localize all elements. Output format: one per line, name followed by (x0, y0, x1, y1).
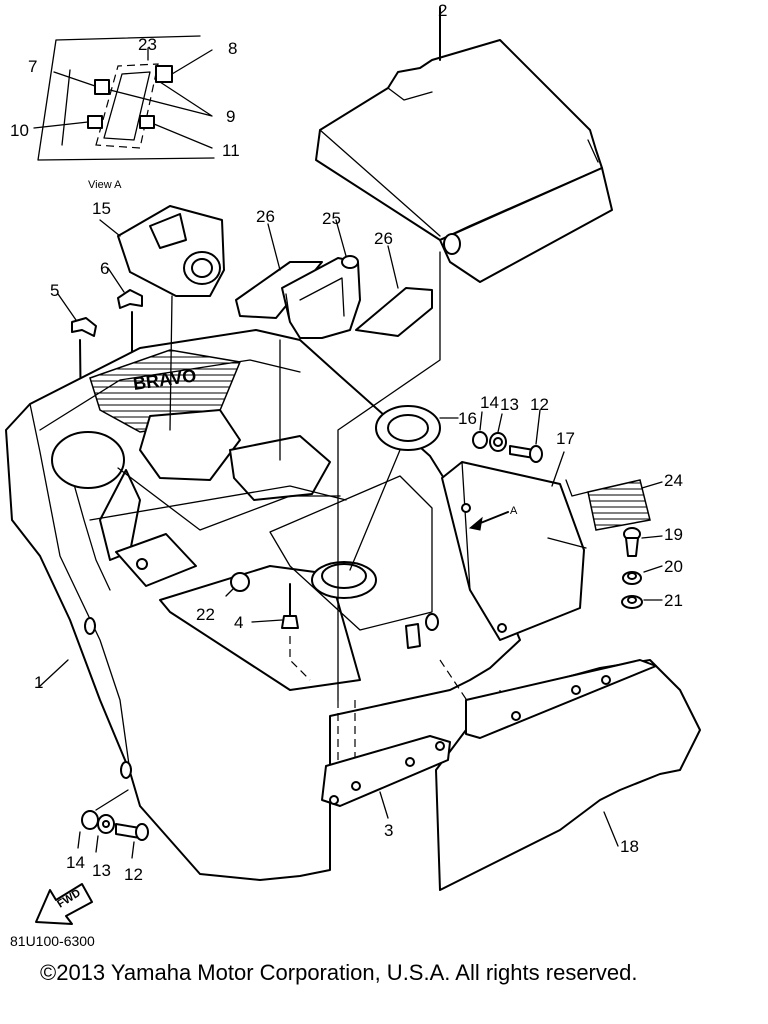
fwd-arrow-icon: FWD (35, 883, 93, 925)
callout-21: 21 (664, 591, 683, 610)
callouts: 2 23 8 7 9 10 11 15 26 25 26 6 5 14 13 1… (10, 1, 683, 884)
callout-1: 1 (34, 673, 43, 692)
callout-18: 18 (620, 837, 639, 856)
callout-9: 9 (226, 107, 235, 126)
fasteners-12-13-14-upper (472, 409, 543, 463)
callout-4: 4 (234, 613, 243, 632)
parts-4-22 (225, 572, 311, 681)
callout-15: 15 (92, 199, 111, 218)
callout-14b: 14 (66, 853, 85, 872)
guide-lines (169, 251, 501, 760)
part-code: 81U100-6300 (10, 933, 95, 949)
callout-19: 19 (664, 525, 683, 544)
part-2-lid (315, 7, 613, 283)
callout-22: 22 (196, 605, 215, 624)
callout-17: 17 (556, 429, 575, 448)
callout-5: 5 (50, 281, 59, 300)
part-22-cap (230, 572, 250, 592)
label-10-part (87, 115, 103, 129)
callout-16: 16 (458, 409, 477, 428)
callout-8: 8 (228, 39, 237, 58)
parts-25-26 (235, 219, 433, 339)
callout-2: 2 (438, 1, 447, 20)
part-1-body: BRAVO (5, 329, 521, 881)
part-16-grommet (349, 405, 459, 571)
callout-14a: 14 (480, 393, 499, 412)
fasteners-12-13-14-lower (77, 789, 149, 859)
label-8-part (155, 65, 173, 83)
callout-25: 25 (322, 209, 341, 228)
callout-20: 20 (664, 557, 683, 576)
label-11-part (139, 115, 155, 129)
part-18-cover (435, 659, 701, 891)
copyright-text: ©2013 Yamaha Motor Corporation, U.S.A. A… (40, 960, 638, 985)
label-7-part (94, 79, 110, 95)
callout-6: 6 (100, 259, 109, 278)
callout-11: 11 (222, 141, 240, 160)
callout-13b: 13 (92, 861, 111, 880)
callout-26a: 26 (256, 207, 275, 226)
view-a-inset: View A (33, 35, 215, 191)
view-a-arrow-label: A (510, 505, 518, 517)
callout-10: 10 (10, 121, 29, 140)
callout-12a: 12 (530, 395, 549, 414)
part-15-cover (99, 205, 225, 297)
callout-12b: 12 (124, 865, 143, 884)
parts-19-20-21 (621, 527, 663, 609)
callout-24: 24 (664, 471, 683, 490)
callout-7: 7 (28, 57, 37, 76)
callout-23: 23 (138, 35, 157, 54)
part-17-panel: A (441, 451, 589, 641)
callout-26b: 26 (374, 229, 393, 248)
view-a-label: View A (88, 179, 122, 191)
part-3-bracket (321, 735, 451, 819)
callout-3: 3 (384, 821, 393, 840)
callout-13a: 13 (500, 395, 519, 414)
part-24-label (587, 479, 663, 531)
